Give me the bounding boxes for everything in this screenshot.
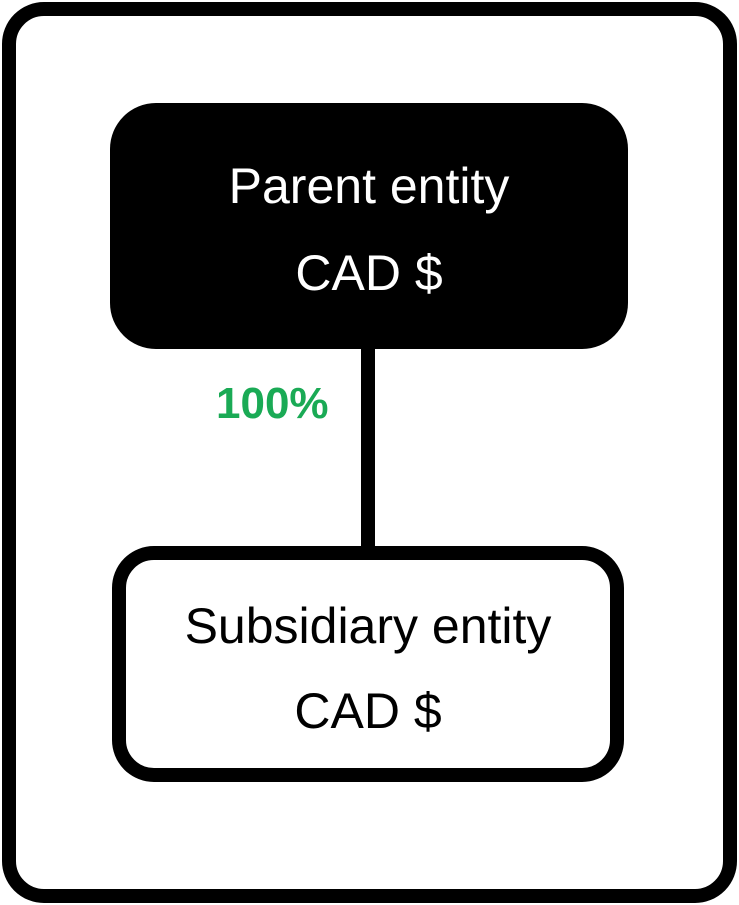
subsidiary-entity-currency: CAD $ [294, 683, 442, 739]
subsidiary-entity-box: Subsidiary entity CAD $ [112, 546, 624, 782]
ownership-connector-line [361, 345, 375, 553]
parent-entity-name: Parent entity [228, 158, 510, 214]
ownership-percentage-label: 100% [216, 379, 329, 428]
parent-entity-box: Parent entity CAD $ [110, 103, 628, 349]
parent-entity-currency: CAD $ [295, 245, 443, 301]
subsidiary-entity-name: Subsidiary entity [184, 598, 552, 654]
